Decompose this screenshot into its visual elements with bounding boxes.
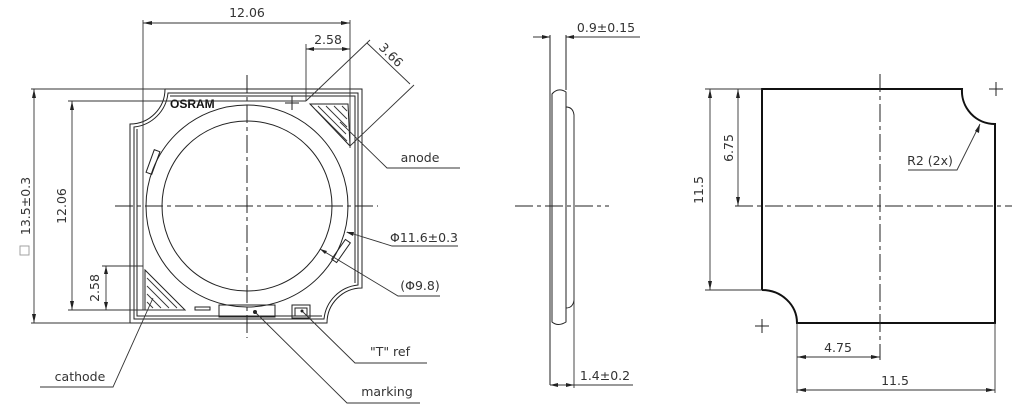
t-ref-box bbox=[291, 304, 311, 319]
svg-text:1.4±0.2: 1.4±0.2 bbox=[580, 368, 630, 383]
anode-label: anode bbox=[339, 121, 460, 169]
esd-component bbox=[330, 238, 352, 264]
diameter-inner-label: (Φ9.8) bbox=[319, 248, 440, 297]
bottom-outline bbox=[761, 88, 996, 324]
anode-pad bbox=[308, 103, 351, 148]
polarity-dash bbox=[194, 306, 211, 311]
t-ref-inner bbox=[294, 307, 308, 317]
osram-logo: OSRAM bbox=[170, 97, 215, 111]
substrate-side bbox=[551, 89, 567, 325]
dimension-thickness: 0.9±0.15 bbox=[533, 20, 640, 39]
lens-side bbox=[565, 106, 575, 309]
svg-text:3.66: 3.66 bbox=[376, 40, 406, 70]
dimension-bottom-width: 11.5 bbox=[797, 323, 996, 393]
svg-text:2.58: 2.58 bbox=[314, 32, 342, 47]
radius-label: R2 (2x) bbox=[907, 123, 981, 171]
dimension-outline: 13.5±0.3 bbox=[18, 88, 165, 324]
svg-text:"T" ref: "T" ref bbox=[370, 344, 411, 359]
esd-component bbox=[145, 149, 161, 175]
svg-text:R2 (2x): R2 (2x) bbox=[907, 153, 953, 168]
marking-field bbox=[218, 304, 276, 318]
package-body-side bbox=[549, 35, 567, 385]
svg-text:cathode: cathode bbox=[55, 369, 106, 384]
plus-marking-icon bbox=[285, 96, 299, 110]
corner-cross-icon bbox=[755, 319, 769, 333]
package-outline bbox=[129, 88, 363, 324]
svg-text:Φ11.6±0.3: Φ11.6±0.3 bbox=[390, 230, 458, 245]
dimension-height: 12.06 bbox=[54, 100, 306, 311]
dimension-total-height: 1.4±0.2 bbox=[550, 368, 633, 387]
svg-text:4.75: 4.75 bbox=[824, 340, 852, 355]
package-inner-outline bbox=[133, 92, 359, 320]
svg-text:(Φ9.8): (Φ9.8) bbox=[400, 278, 439, 293]
svg-text:11.5: 11.5 bbox=[881, 373, 909, 388]
corner-cross-icon bbox=[989, 82, 1003, 96]
dimension-pad-width: 2.58 bbox=[305, 32, 350, 101]
svg-text:2.58: 2.58 bbox=[87, 274, 102, 302]
side-view: 0.9±0.15 1.4±0.2 bbox=[515, 20, 640, 388]
substrate-outline bbox=[136, 95, 356, 317]
marking-label: marking bbox=[253, 310, 420, 404]
svg-text:12.06: 12.06 bbox=[229, 5, 265, 20]
cathode-pad bbox=[144, 268, 187, 311]
svg-text:marking: marking bbox=[361, 384, 413, 399]
svg-text:0.9±0.15: 0.9±0.15 bbox=[577, 20, 635, 35]
svg-text:12.06: 12.06 bbox=[54, 188, 69, 224]
cathode-label: cathode bbox=[40, 297, 154, 388]
dimension-center-offset: 6.75 bbox=[721, 89, 740, 206]
dimension-bottom-height: 11.5 bbox=[691, 89, 712, 290]
bottom-view: 11.5 6.75 4.75 11.5 R2 (2x) bbox=[691, 74, 1012, 393]
svg-text:anode: anode bbox=[401, 150, 440, 165]
diameter-outer-label: Φ11.6±0.3 bbox=[346, 230, 458, 247]
t-ref-label: "T" ref bbox=[300, 309, 427, 364]
svg-text:13.5±0.3: 13.5±0.3 bbox=[18, 177, 33, 235]
dimension-pad-height: 2.58 bbox=[87, 265, 143, 310]
svg-text:11.5: 11.5 bbox=[691, 176, 706, 204]
dimension-center-x: 4.75 bbox=[796, 323, 880, 393]
dimension-width: 12.06 bbox=[142, 5, 351, 310]
svg-text:6.75: 6.75 bbox=[721, 134, 736, 162]
front-view: OSRAM bbox=[18, 5, 460, 404]
